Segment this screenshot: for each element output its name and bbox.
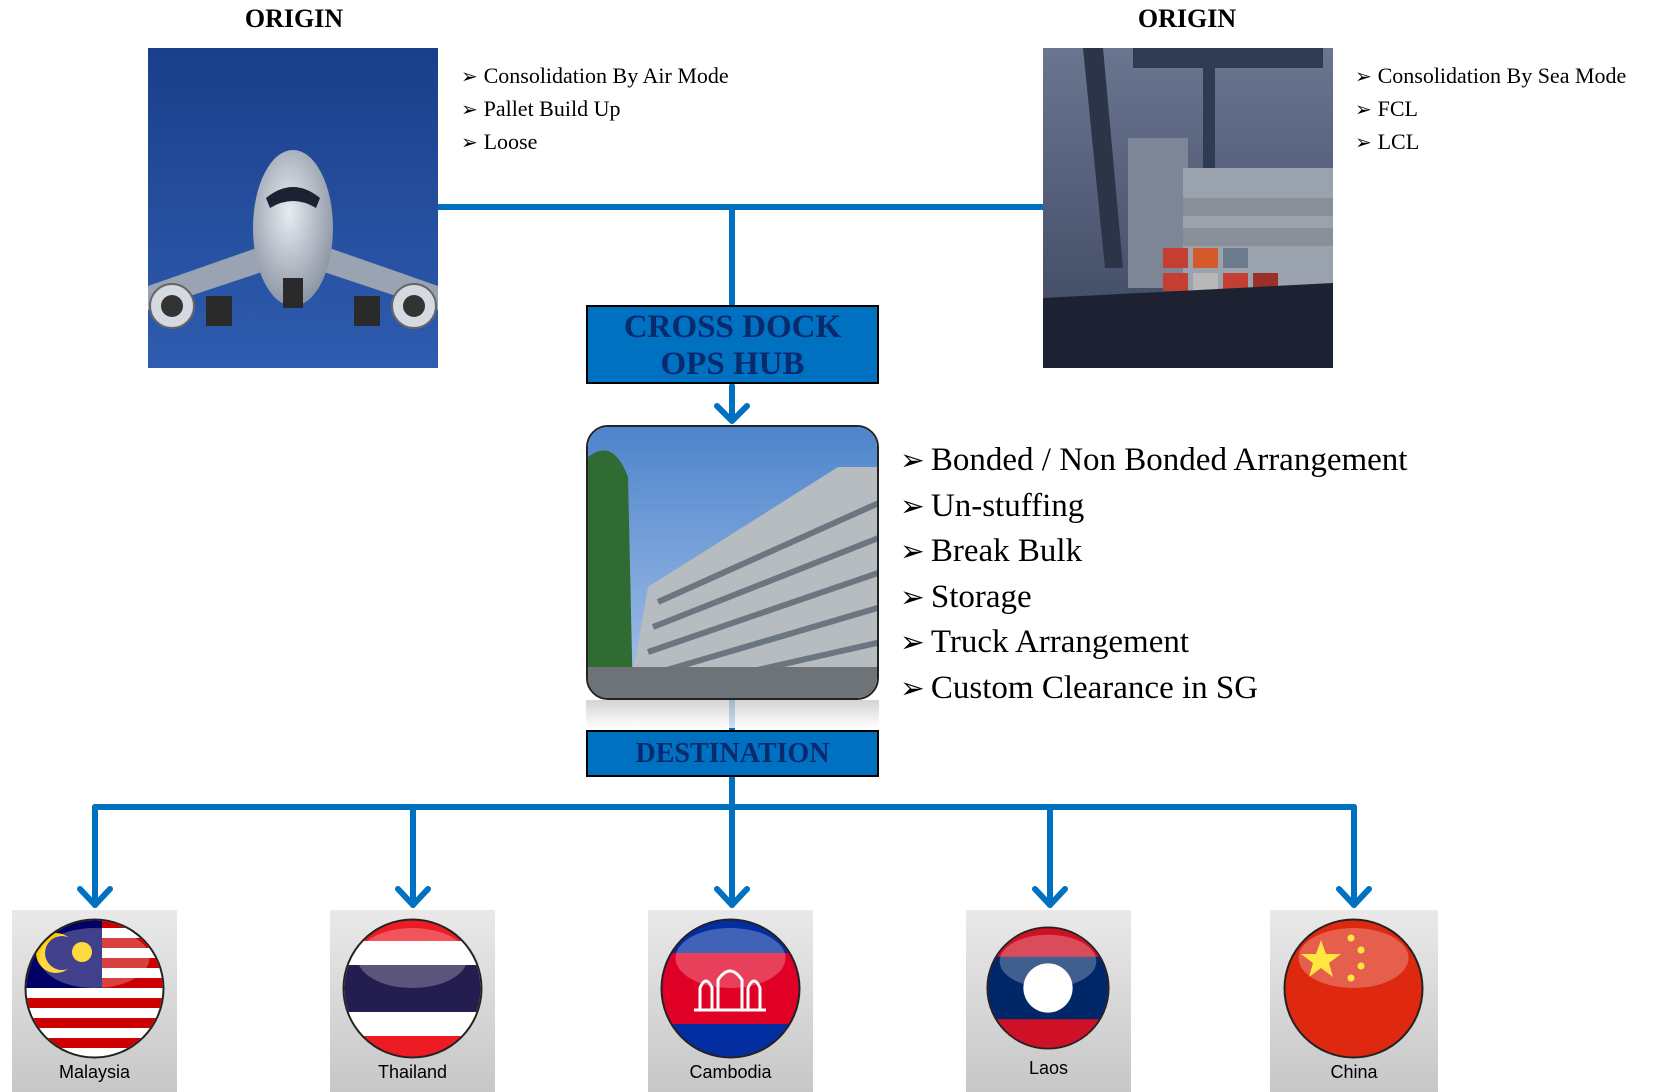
cambodia-flag-icon	[660, 918, 801, 1059]
arrow-bullet-icon: ➢	[900, 581, 925, 614]
arrow-head-cambodia	[714, 886, 750, 908]
arrow-bullet-icon: ➢	[900, 445, 925, 477]
flag-card-cambodia: Cambodia	[648, 910, 813, 1092]
malaysia-flag-icon	[24, 918, 165, 1059]
flag-card-china: China	[1270, 910, 1438, 1092]
warehouse-building-photo	[586, 425, 879, 700]
sea-origin-bullets: ➢Consolidation By Sea Mode ➢FCL ➢LCL	[1355, 60, 1626, 159]
bullet-item: ➢Consolidation By Air Mode	[461, 60, 729, 93]
origin-title-sea: ORIGIN	[1137, 4, 1237, 33]
bullet-item: ➢FCL	[1355, 93, 1626, 126]
hub-photo-reflection	[586, 700, 879, 728]
arrow-head-thailand	[395, 886, 431, 908]
bullet-item: ➢Un-stuffing	[900, 484, 1407, 530]
bullet-item: ➢Custom Clearance in SG	[900, 666, 1407, 712]
bullet-item: ➢Storage	[900, 575, 1407, 621]
country-label-cambodia: Cambodia	[689, 1062, 772, 1082]
arrow-head-laos	[1032, 886, 1068, 908]
country-label-laos: Laos	[1028, 1058, 1069, 1078]
hub-services-bullets: ➢Bonded / Non Bonded Arrangement ➢Un-stu…	[900, 438, 1407, 711]
airplane-photo	[148, 48, 438, 368]
cross-dock-hub-box: CROSS DOCK OPS HUB	[586, 305, 879, 384]
bullet-item: ➢Break Bulk	[900, 529, 1407, 575]
arrow-bullet-icon: ➢	[900, 627, 925, 659]
air-origin-bullets: ➢Consolidation By Air Mode ➢Pallet Build…	[461, 60, 729, 159]
hub-label-line2: OPS HUB	[660, 346, 805, 382]
arrow-head-malaysia	[77, 886, 113, 908]
hub-arrow-head	[714, 403, 750, 424]
origin-title-air: ORIGIN	[244, 4, 344, 33]
arrow-bullet-icon: ➢	[461, 66, 478, 88]
bullet-item: ➢Truck Arrangement	[900, 620, 1407, 666]
bullet-item: ➢Bonded / Non Bonded Arrangement	[900, 438, 1407, 484]
arrow-bullet-icon: ➢	[1355, 99, 1372, 121]
arrow-bullet-icon: ➢	[461, 99, 478, 121]
country-label-malaysia: Malaysia	[58, 1062, 131, 1082]
bullet-item: ➢LCL	[1355, 126, 1626, 159]
country-label-thailand: Thailand	[377, 1062, 448, 1082]
arrow-bullet-icon: ➢	[1355, 66, 1372, 88]
arrow-bullet-icon: ➢	[461, 132, 478, 154]
laos-flag-icon	[986, 926, 1110, 1050]
arrow-bullet-icon: ➢	[900, 672, 925, 705]
flag-card-laos: Laos	[966, 910, 1131, 1092]
flag-card-thailand: Thailand	[330, 910, 495, 1092]
arrow-bullet-icon: ➢	[1355, 132, 1372, 154]
arrow-bullet-icon: ➢	[900, 536, 925, 568]
thailand-flag-icon	[342, 918, 483, 1059]
arrow-bullet-icon: ➢	[900, 490, 925, 523]
bullet-item: ➢Consolidation By Sea Mode	[1355, 60, 1626, 93]
china-flag-icon	[1283, 918, 1424, 1059]
bullet-item: ➢Pallet Build Up	[461, 93, 729, 126]
flag-card-malaysia: Malaysia	[12, 910, 177, 1092]
destination-box: DESTINATION	[586, 730, 879, 777]
arrow-head-china	[1336, 886, 1372, 908]
country-label-china: China	[1330, 1062, 1378, 1082]
container-ship-photo	[1043, 48, 1333, 368]
bullet-item: ➢Loose	[461, 126, 729, 159]
hub-label-line1: CROSS DOCK	[623, 309, 842, 345]
